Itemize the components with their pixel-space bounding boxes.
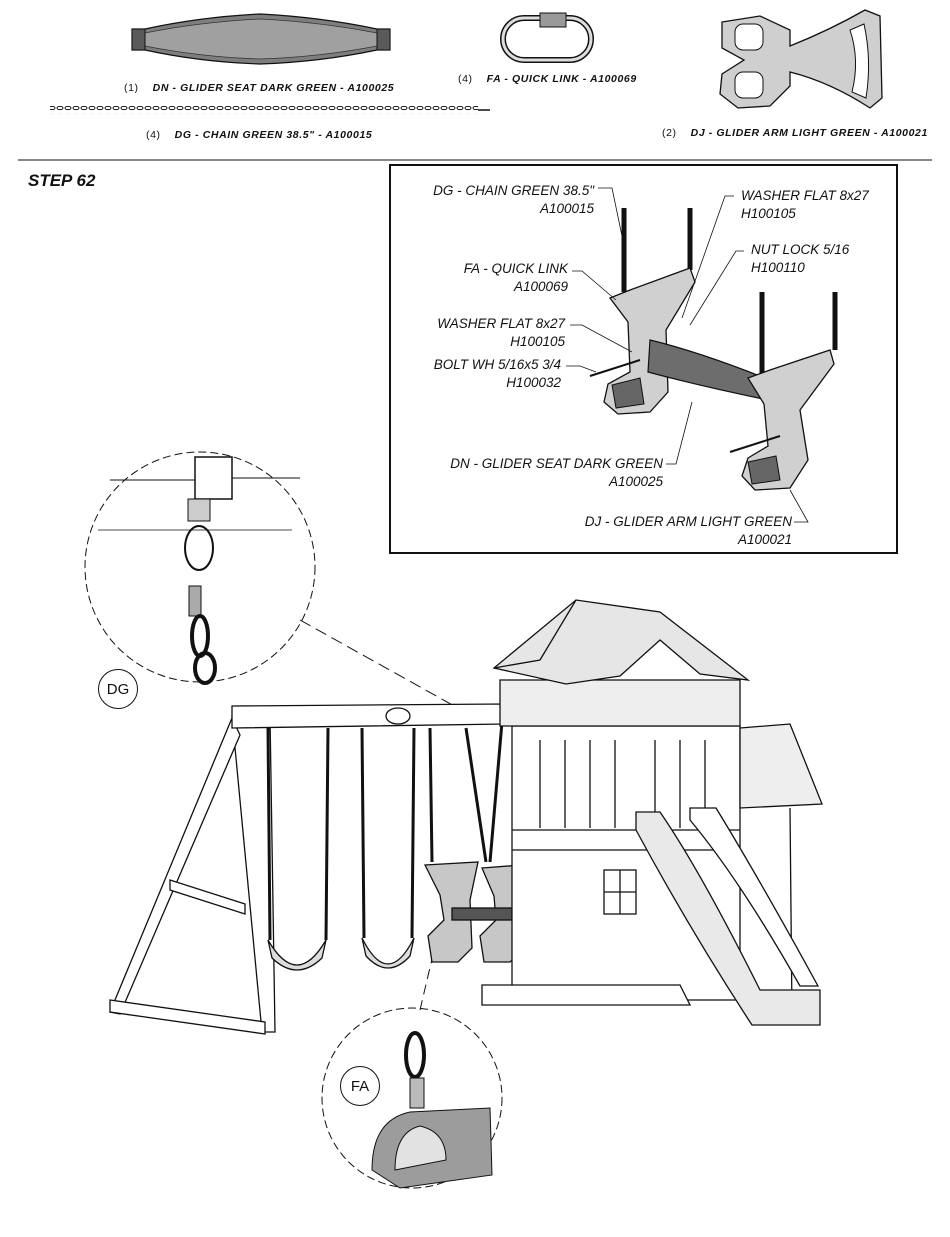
playset-illustration (109, 599, 823, 1035)
leader-lines (566, 187, 809, 523)
callout-chain: DG - CHAIN GREEN 38.5"A100015 (433, 183, 594, 216)
step-title: STEP 62 (28, 171, 96, 190)
detail-bubble-quick-link: FA (340, 1066, 380, 1106)
glider-exploded-view (589, 208, 838, 491)
hardware-callout-box (389, 164, 898, 554)
detail-bubble-chain: DG (98, 669, 138, 709)
chain-detail-view (84, 451, 466, 713)
part-label-quick-link: (4)FA - QUICK LINK - A100069 (458, 73, 637, 85)
part-label-glider-seat: (1)DN - GLIDER SEAT DARK GREEN - A100025 (124, 82, 395, 94)
quick-link-part-image (500, 12, 594, 63)
part-label-glider-arm: (2)DJ - GLIDER ARM LIGHT GREEN - A100021 (662, 127, 928, 139)
quick-link-detail-view (321, 924, 503, 1189)
glider-seat-part-image (131, 13, 391, 65)
glider-arm-part-image (719, 9, 883, 109)
chain-part-image (50, 106, 490, 114)
part-label-chain: (4)DG - CHAIN GREEN 38.5" - A100015 (146, 129, 373, 141)
